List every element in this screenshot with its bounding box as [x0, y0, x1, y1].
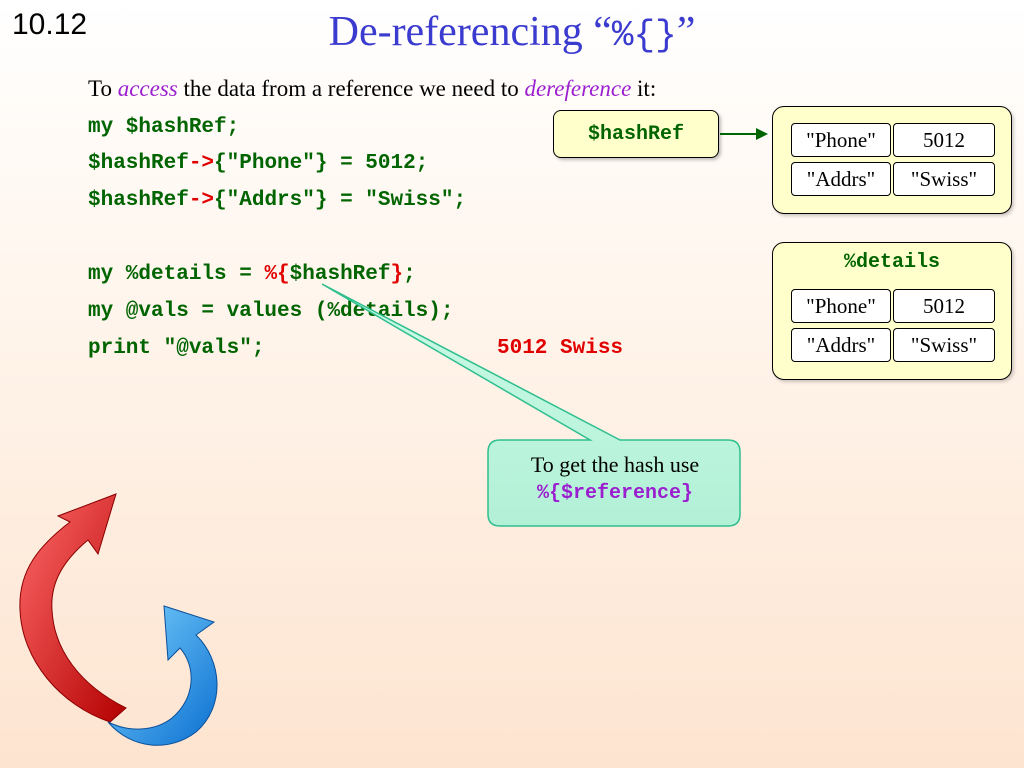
- code-line-2-arrow: ->: [188, 152, 215, 175]
- code-line-2: $hashRef->{"Phone"} = 5012;: [88, 152, 428, 175]
- details-hash-panel: %details "Phone" 5012 "Addrs" "Swiss": [772, 242, 1012, 380]
- hash-value-cell: 5012: [893, 289, 995, 323]
- title-text: De-referencing “: [328, 9, 612, 55]
- code-line-3: $hashRef->{"Addrs"} = "Swiss";: [88, 189, 466, 212]
- details-hash-title: %details: [843, 251, 940, 274]
- intro-dereference: dereference: [524, 76, 632, 101]
- hash-key-cell: "Phone": [791, 289, 891, 323]
- code-line-5: my @vals = values (%details);: [88, 300, 454, 323]
- intro-part2: the data from a reference we need to: [177, 76, 525, 101]
- code-line-1: my $hashRef;: [88, 116, 240, 139]
- title-code: %{}: [611, 15, 677, 56]
- code-line-2-rest: {"Phone"} = 5012;: [214, 152, 429, 175]
- code-line-3-var: $hashRef: [88, 189, 189, 212]
- intro-part3: it:: [631, 76, 657, 101]
- anonymous-hash-panel: "Phone" 5012 "Addrs" "Swiss": [772, 106, 1012, 214]
- hash-key-cell: "Addrs": [791, 328, 891, 362]
- code-line-4-close: }: [390, 263, 404, 286]
- hash-key-cell: "Phone": [791, 123, 891, 157]
- code-line-2-var: $hashRef: [88, 152, 189, 175]
- code-line-4-open: %{: [264, 263, 290, 286]
- hashref-box: $hashRef: [553, 110, 719, 158]
- code-line-4: my %details = %{$hashRef};: [88, 263, 416, 286]
- hash-key-cell: "Addrs": [791, 162, 891, 196]
- intro-text: To access the data from a reference we n…: [88, 76, 656, 102]
- hash-value-cell: "Swiss": [893, 162, 995, 196]
- code-line-6: print "@vals";: [88, 337, 265, 360]
- decorative-arrows-icon: [19, 493, 218, 746]
- reference-arrow-icon: [720, 128, 768, 140]
- code-line-3-arrow: ->: [188, 189, 215, 212]
- code-line-4-start: my %details =: [88, 263, 265, 286]
- slide-title: De-referencing “%{}”: [0, 8, 1024, 56]
- callout-text: To get the hash use: [530, 452, 700, 477]
- code-line-4-end: ;: [403, 263, 416, 286]
- hash-value-cell: 5012: [893, 123, 995, 157]
- code-line-4-var: $hashRef: [289, 263, 391, 286]
- intro-access: access: [117, 76, 178, 101]
- program-output: 5012 Swiss: [497, 337, 624, 360]
- code-line-3-rest: {"Addrs"} = "Swiss";: [214, 189, 467, 212]
- callout-code: %{$reference}: [536, 482, 694, 505]
- slide-number: 10.12: [12, 8, 88, 41]
- title-end: ”: [676, 9, 696, 55]
- intro-part1: To: [88, 76, 118, 101]
- hash-value-cell: "Swiss": [893, 328, 995, 362]
